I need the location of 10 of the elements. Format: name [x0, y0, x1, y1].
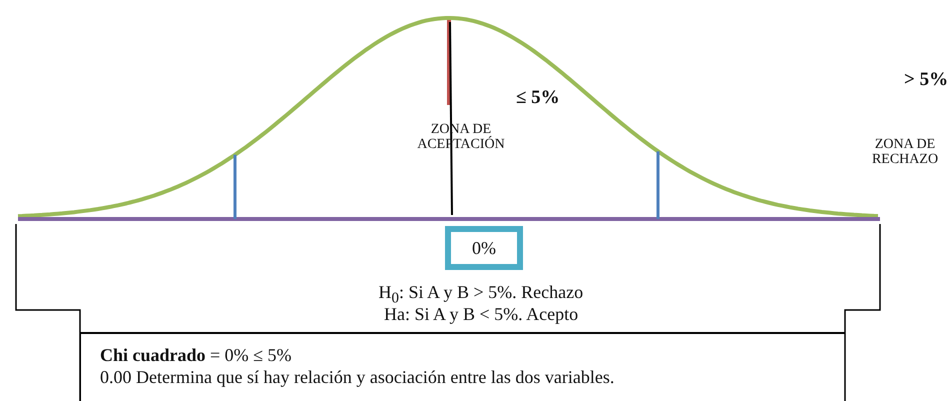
zone-label: ZONA DE RECHAZO — [870, 137, 940, 168]
value-text: 0% — [472, 238, 496, 258]
hypothesis-text: Ha: Si A y B < 5%. Acepto — [384, 305, 578, 325]
value-box — [445, 226, 523, 270]
threshold-label: > 5% — [904, 70, 948, 91]
result-panel — [80, 332, 845, 401]
hypothesis-text: H$_{0}$: Si A y B > 5%. Rechazo — [378, 283, 584, 308]
threshold-label: ≤ 5% — [516, 88, 560, 109]
result-heading: Chi cuadrado = 0% ≤ 5% — [100, 344, 293, 366]
result-text: 0.00 Determina que sí hay relación y asociación entre las dos variables. — [100, 366, 616, 388]
